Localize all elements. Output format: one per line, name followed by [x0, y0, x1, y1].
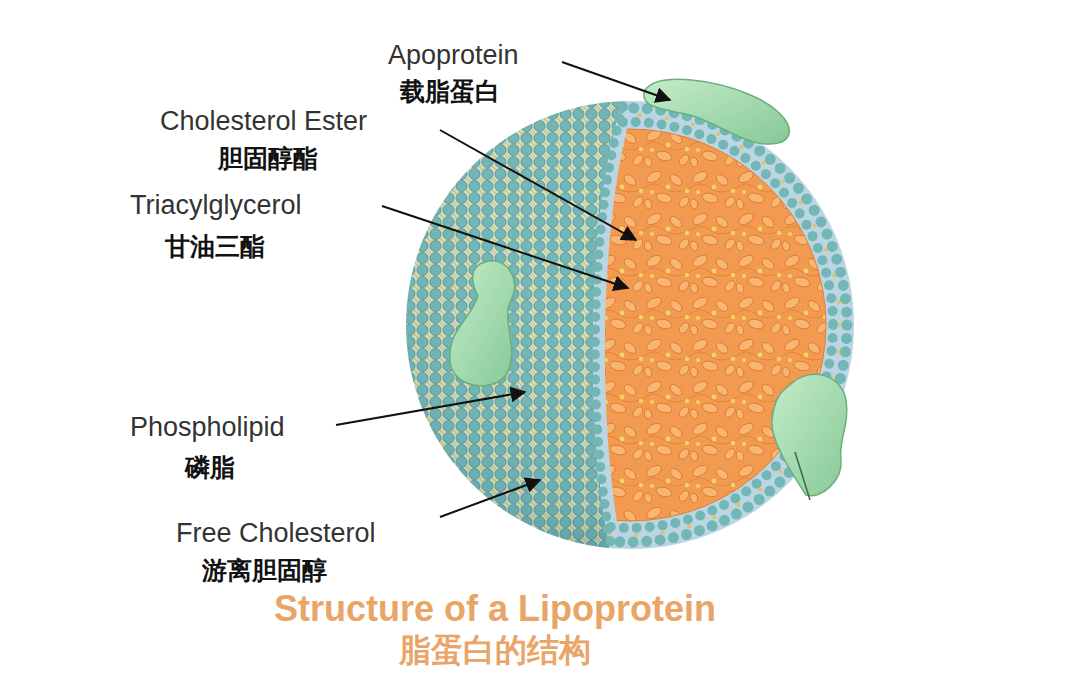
part-label-zh: 游离胆固醇	[202, 557, 327, 586]
part-label: Apoprotein	[388, 40, 519, 71]
diagram-subtitle: 脂蛋白的结构	[399, 632, 591, 669]
part-label: Cholesterol Ester	[160, 106, 367, 137]
part-label-zh: 磷脂	[185, 454, 235, 483]
part-label: Triacylglycerol	[130, 190, 302, 221]
part-label-zh: 载脂蛋白	[400, 78, 500, 107]
part-label-zh: 胆固醇酯	[218, 145, 318, 174]
part-label-zh: 甘油三酯	[165, 233, 265, 262]
part-label: Free Cholesterol	[176, 518, 376, 549]
diagram-title: Structure of a Lipoprotein	[274, 588, 716, 629]
part-label: Phospholipid	[130, 412, 285, 443]
